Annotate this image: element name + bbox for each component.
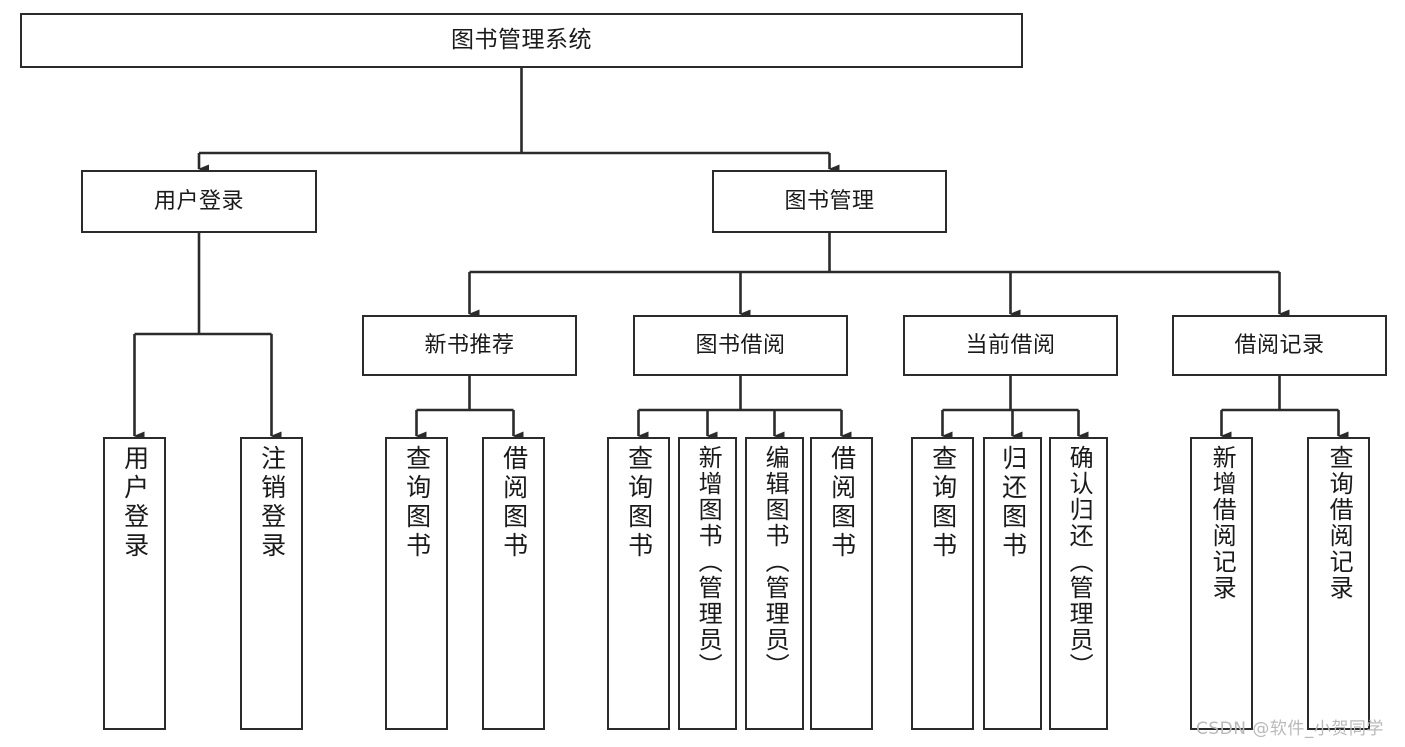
node-label: 新书推荐 [424,332,515,358]
node-l-b-edit[interactable]: 编辑图书（管理员） [745,437,804,730]
node-current[interactable]: 当前借阅 [903,315,1118,376]
node-login[interactable]: 用户登录 [81,170,317,233]
node-l-c-confirm[interactable]: 确认归还（管理员） [1049,437,1108,730]
node-l-b-query[interactable]: 查询图书 [607,437,670,730]
node-l-r-query[interactable]: 查询借阅记录 [1307,437,1370,730]
node-label: 确认归还（管理员） [1065,445,1094,679]
node-label: 图书管理系统 [451,27,592,54]
node-l-b-add[interactable]: 新增图书（管理员） [678,437,737,730]
node-label: 查询图书 [624,445,654,561]
node-l-c-return[interactable]: 归还图书 [983,437,1042,730]
node-label: 编辑图书（管理员） [761,445,790,679]
node-label: 注销登录 [257,445,287,561]
node-l-b-lend[interactable]: 借阅图书 [810,437,873,730]
node-l-nb-query[interactable]: 查询图书 [385,437,448,730]
node-label: 图书管理 [784,188,875,214]
node-label: 借阅图书 [827,445,857,561]
node-label: 查询借阅记录 [1325,445,1354,601]
csdn-watermark: CSDN @软件_小贺同学 [1196,719,1384,739]
node-root[interactable]: 图书管理系统 [20,13,1023,68]
node-label: 用户登录 [153,188,244,214]
node-label: 当前借阅 [965,332,1056,358]
node-label: 归还图书 [998,445,1028,561]
node-borrow[interactable]: 图书借阅 [633,315,848,376]
node-l-r-add[interactable]: 新增借阅记录 [1190,437,1253,730]
node-records[interactable]: 借阅记录 [1172,315,1387,376]
node-newbook[interactable]: 新书推荐 [362,315,577,376]
node-label: 借阅记录 [1234,332,1325,358]
node-l-c-query[interactable]: 查询图书 [911,437,974,730]
node-l-nb-borrow[interactable]: 借阅图书 [482,437,545,730]
node-label: 新增图书（管理员） [694,445,723,679]
node-label: 新增借阅记录 [1208,445,1237,601]
node-bookmgmt[interactable]: 图书管理 [712,170,947,233]
node-label: 查询图书 [928,445,958,561]
node-label: 图书借阅 [695,332,786,358]
node-label: 借阅图书 [499,445,529,561]
node-label: 用户登录 [120,445,150,561]
node-label: 查询图书 [402,445,432,561]
node-l-login[interactable]: 用户登录 [103,437,166,730]
node-l-logout[interactable]: 注销登录 [240,437,303,730]
